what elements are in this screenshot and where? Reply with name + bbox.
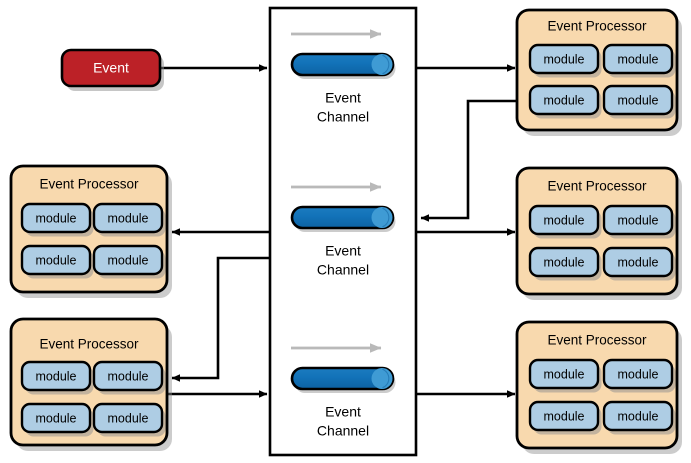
processor-title: Event Processor: [39, 337, 139, 352]
event-processor-middle-right[interactable]: Event Processor module module module mod…: [515, 166, 682, 300]
channel-pipe-icon: [290, 52, 396, 79]
event-channel-3-label-line2: Channel: [317, 423, 369, 439]
module-box[interactable]: module: [528, 246, 602, 281]
module-label: module: [108, 211, 149, 225]
event-channel-1-label-line2: Channel: [317, 109, 369, 125]
module-label: module: [544, 52, 585, 66]
module-box[interactable]: module: [92, 202, 166, 237]
module-box[interactable]: module: [602, 358, 676, 393]
module-box[interactable]: module: [602, 400, 676, 435]
event-channel-1-label-line1: Event: [325, 90, 361, 106]
module-label: module: [544, 367, 585, 381]
module-box[interactable]: module: [92, 244, 166, 279]
module-box[interactable]: module: [528, 204, 602, 239]
module-label: module: [618, 213, 659, 227]
event-channel-2[interactable]: Event Channel: [290, 182, 396, 278]
module-box[interactable]: module: [602, 84, 676, 119]
module-box[interactable]: module: [602, 246, 676, 281]
module-label: module: [618, 367, 659, 381]
event-channel-2-label-line2: Channel: [317, 262, 369, 278]
module-label: module: [544, 93, 585, 107]
module-label: module: [36, 369, 77, 383]
module-label: module: [544, 255, 585, 269]
module-label: module: [618, 409, 659, 423]
module-label: module: [544, 409, 585, 423]
event-node-label: Event: [93, 60, 129, 76]
module-label: module: [36, 211, 77, 225]
event-processor-middle-left[interactable]: Event Processor module module module mod…: [9, 164, 172, 298]
connector-layer: [160, 64, 519, 398]
module-box[interactable]: module: [528, 400, 602, 435]
event-channel-2-label-line1: Event: [325, 243, 361, 259]
module-box[interactable]: module: [92, 360, 166, 395]
event-processor-bottom-right[interactable]: Event Processor module module module mod…: [515, 320, 682, 454]
module-label: module: [36, 253, 77, 267]
module-label: module: [108, 369, 149, 383]
module-box[interactable]: module: [20, 244, 94, 279]
module-label: module: [108, 253, 149, 267]
module-box[interactable]: module: [602, 43, 676, 78]
processor-title: Event Processor: [39, 177, 139, 192]
module-box[interactable]: module: [92, 402, 166, 437]
event-processor-bottom-left[interactable]: Event Processor module module module mod…: [9, 317, 172, 451]
module-box[interactable]: module: [528, 358, 602, 393]
event-node[interactable]: Event: [60, 48, 164, 91]
event-processor-top-right[interactable]: Event Processor module module module mod…: [515, 8, 682, 136]
module-label: module: [618, 255, 659, 269]
module-label: module: [618, 52, 659, 66]
module-label: module: [544, 213, 585, 227]
module-box[interactable]: module: [20, 402, 94, 437]
connector-top-right-processor-to-channel-2: [420, 99, 519, 222]
processor-title: Event Processor: [547, 19, 647, 34]
module-label: module: [108, 411, 149, 425]
processor-title: Event Processor: [547, 333, 647, 348]
module-box[interactable]: module: [20, 360, 94, 395]
processor-title: Event Processor: [547, 179, 647, 194]
module-box[interactable]: module: [528, 43, 602, 78]
connector-channel-2-to-bottom-left-processor: [171, 256, 271, 382]
event-channel-3-label-line1: Event: [325, 404, 361, 420]
module-label: module: [618, 93, 659, 107]
event-channel-3[interactable]: Event Channel: [290, 343, 396, 439]
channel-pipe-icon: [290, 205, 396, 232]
module-box[interactable]: module: [528, 84, 602, 119]
module-box[interactable]: module: [602, 204, 676, 239]
module-label: module: [36, 411, 77, 425]
channel-pipe-icon: [290, 366, 396, 393]
event-channel-1[interactable]: Event Channel: [290, 29, 396, 125]
module-box[interactable]: module: [20, 202, 94, 237]
